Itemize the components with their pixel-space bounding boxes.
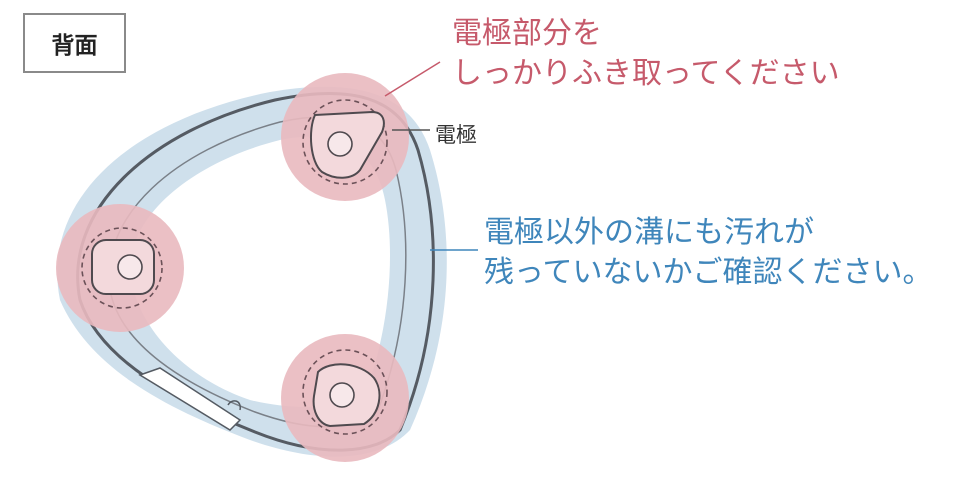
electrode-pad-icon: [81, 227, 163, 309]
callout-wipe-line2: しっかりふき取ってください: [452, 56, 840, 91]
leader-wipe: [384, 61, 441, 97]
electrode-pad-icon: [302, 99, 388, 185]
callout-wipe-line1: 電極部分を: [452, 16, 602, 51]
housing-inner-outline: [108, 116, 407, 428]
view-label-back: 背面: [23, 13, 126, 73]
hinge-detail: [138, 367, 242, 431]
electrode-pad-icon: [302, 349, 388, 435]
callout-groove-line2: 残っていないかご確認ください。: [484, 255, 933, 290]
callout-groove-line1: 電極以外の溝にも汚れが: [484, 215, 814, 250]
callout-electrode: 電極: [435, 123, 477, 147]
